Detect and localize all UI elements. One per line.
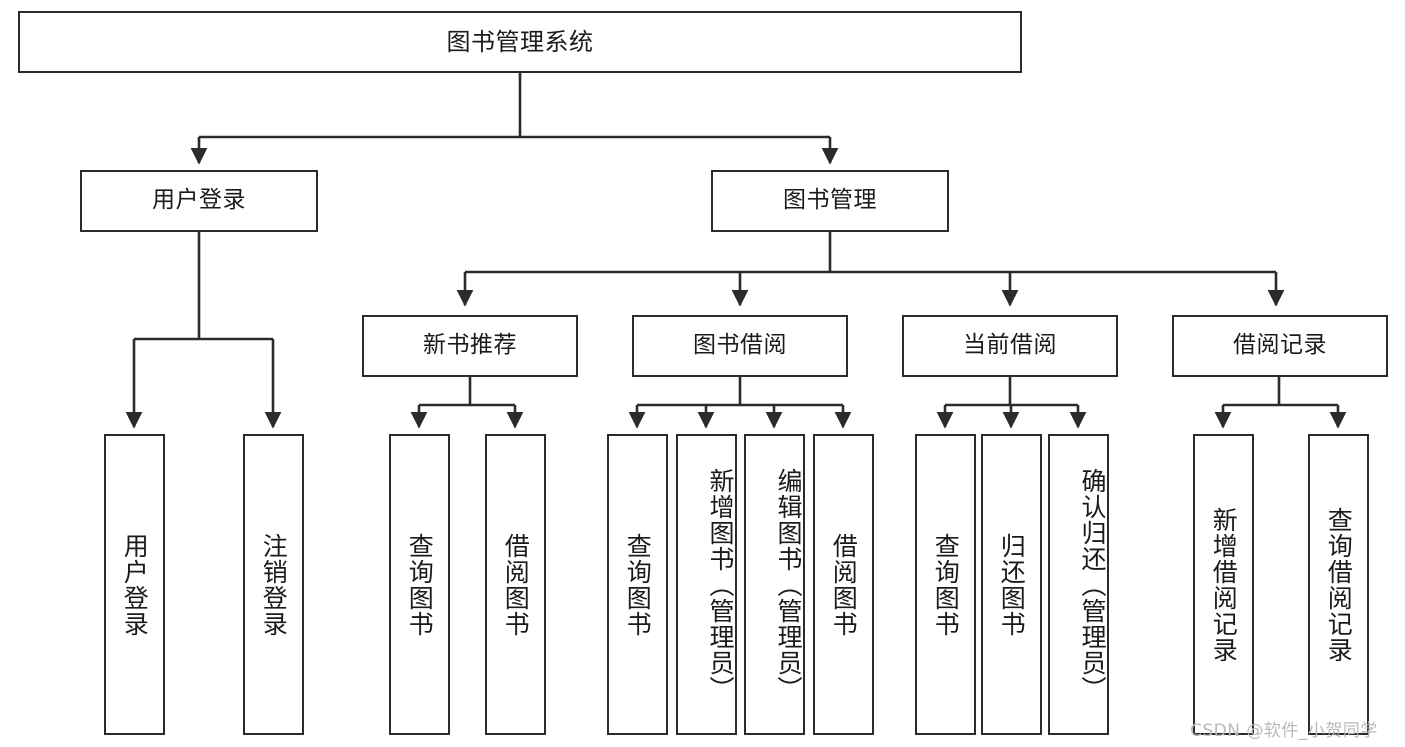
leaf-query-record-label: 查询借阅记录: [1324, 506, 1354, 663]
node-book-borrow[interactable]: 图书借阅: [632, 315, 848, 377]
leaf-borrow-book-1[interactable]: 借阅图书: [485, 434, 546, 735]
leaf-borrow-book-2-label: 借阅图书: [829, 532, 859, 637]
leaf-confirm-return[interactable]: 确认归还（管理员）: [1048, 434, 1109, 735]
leaf-add-record[interactable]: 新增借阅记录: [1193, 434, 1254, 735]
leaf-user-login[interactable]: 用户登录: [104, 434, 165, 735]
leaf-query-book-1-label: 查询图书: [405, 532, 435, 637]
node-user-login[interactable]: 用户登录: [80, 170, 318, 232]
leaf-confirm-return-label: 确认归还（管理员）: [1078, 467, 1107, 702]
leaf-query-book-3[interactable]: 查询图书: [915, 434, 976, 735]
leaf-borrow-book-1-label: 借阅图书: [501, 532, 531, 637]
leaf-edit-book[interactable]: 编辑图书（管理员）: [744, 434, 805, 735]
node-root[interactable]: 图书管理系统: [18, 11, 1022, 73]
leaf-borrow-book-2[interactable]: 借阅图书: [813, 434, 874, 735]
leaf-query-book-1[interactable]: 查询图书: [389, 434, 450, 735]
node-current-borrow-label: 当前借阅: [963, 332, 1057, 359]
leaf-add-record-label: 新增借阅记录: [1209, 506, 1239, 663]
node-root-label: 图书管理系统: [446, 27, 594, 56]
leaf-query-book-3-label: 查询图书: [931, 532, 961, 637]
node-book-management-label: 图书管理: [783, 187, 877, 214]
leaf-logout-label: 注销登录: [259, 532, 289, 637]
node-borrow-record[interactable]: 借阅记录: [1172, 315, 1388, 377]
node-book-borrow-label: 图书借阅: [693, 332, 787, 359]
leaf-edit-book-label: 编辑图书（管理员）: [774, 467, 803, 702]
leaf-logout[interactable]: 注销登录: [243, 434, 304, 735]
leaf-add-book-label: 新增图书（管理员）: [706, 467, 735, 702]
node-book-management[interactable]: 图书管理: [711, 170, 949, 232]
leaf-return-book-label: 归还图书: [997, 532, 1027, 637]
leaf-query-book-2-label: 查询图书: [623, 532, 653, 637]
csdn-watermark: CSDN @软件_小贺同学: [1190, 721, 1378, 741]
leaf-query-record[interactable]: 查询借阅记录: [1308, 434, 1369, 735]
leaf-query-book-2[interactable]: 查询图书: [607, 434, 668, 735]
leaf-add-book[interactable]: 新增图书（管理员）: [676, 434, 737, 735]
node-borrow-record-label: 借阅记录: [1233, 332, 1327, 359]
node-current-borrow[interactable]: 当前借阅: [902, 315, 1118, 377]
node-new-book-recommendation-label: 新书推荐: [423, 332, 517, 359]
node-new-book-recommendation[interactable]: 新书推荐: [362, 315, 578, 377]
leaf-user-login-label: 用户登录: [120, 532, 150, 637]
node-user-login-label: 用户登录: [152, 187, 246, 214]
leaf-return-book[interactable]: 归还图书: [981, 434, 1042, 735]
